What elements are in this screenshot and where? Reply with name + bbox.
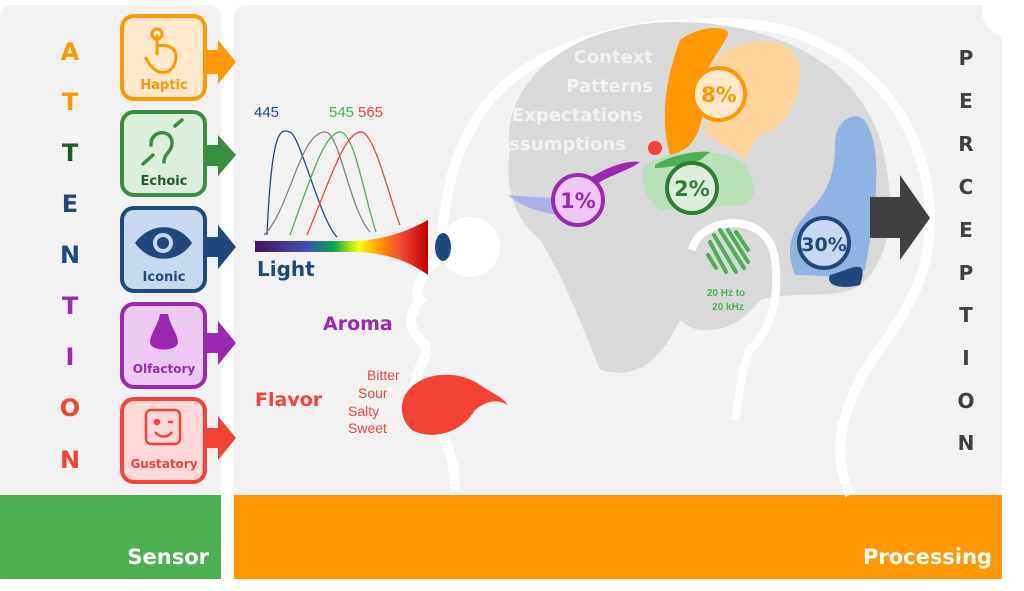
perception-letter: P bbox=[959, 261, 974, 285]
cognition-expectations: Expectations bbox=[512, 105, 643, 126]
hearing-range-1: 20 Hz to bbox=[707, 288, 745, 299]
sense-haptic: Haptic bbox=[120, 14, 236, 101]
sense-olfactory: Olfactory bbox=[120, 302, 236, 389]
taste-salty: Salty bbox=[348, 403, 379, 419]
svg-text:1%: 1% bbox=[560, 189, 596, 213]
svg-text:30%: 30% bbox=[801, 234, 846, 256]
svg-text:Olfactory: Olfactory bbox=[133, 362, 196, 376]
sense-gustatory: Gustatory bbox=[120, 397, 236, 484]
badge-8-percent: 8% bbox=[691, 66, 747, 122]
perception-letter: R bbox=[958, 132, 973, 156]
taste-sour: Sour bbox=[358, 385, 388, 401]
attention-letter: I bbox=[66, 343, 75, 371]
attention-letter: T bbox=[62, 139, 79, 167]
aroma-label: Aroma bbox=[323, 313, 393, 335]
red-dot bbox=[648, 141, 662, 155]
pupil bbox=[435, 233, 451, 261]
sense-echoic: Echoic bbox=[120, 110, 236, 197]
sensor-bar bbox=[0, 495, 221, 579]
hearing-range-2: 20 kHz bbox=[712, 302, 744, 313]
nose-icon bbox=[150, 314, 178, 350]
tongue bbox=[401, 374, 508, 435]
peak-545: 545 bbox=[329, 104, 354, 121]
perception-letter: T bbox=[959, 303, 973, 327]
cone-sensitivity-curves bbox=[263, 130, 401, 238]
attention-letter: A bbox=[61, 38, 80, 66]
sound-wave-icon bbox=[706, 228, 750, 274]
eyeball bbox=[440, 217, 500, 277]
eye-icon bbox=[135, 227, 192, 259]
cognition-patterns: Patterns bbox=[566, 76, 653, 97]
light-spectrum-beam bbox=[255, 220, 428, 275]
ear-icon bbox=[141, 118, 184, 166]
badge-2-percent: 2% bbox=[665, 161, 719, 215]
taste-bitter: Bitter bbox=[367, 367, 400, 383]
svg-text:Iconic: Iconic bbox=[143, 270, 186, 285]
cognition-assumptions: Assumptions bbox=[496, 134, 626, 155]
perception-letter: I bbox=[962, 346, 969, 370]
cognition-context: Context bbox=[574, 47, 654, 68]
badge-1-percent: 1% bbox=[551, 173, 605, 227]
attention-letter: T bbox=[62, 88, 79, 116]
sensor-label: Sensor bbox=[127, 545, 209, 569]
head-outline bbox=[406, 17, 936, 497]
tongue-face-icon bbox=[144, 408, 182, 446]
perception-letter: C bbox=[959, 175, 974, 199]
perception-letter: E bbox=[959, 218, 973, 242]
sense-iconic: Iconic bbox=[120, 206, 236, 293]
perception-letter: P bbox=[959, 46, 974, 70]
perception-letter: N bbox=[958, 431, 975, 455]
badge-30-percent: 30% bbox=[797, 216, 851, 270]
svg-text:Gustatory: Gustatory bbox=[130, 457, 197, 471]
attention-letter: T bbox=[62, 292, 79, 320]
svg-text:Haptic: Haptic bbox=[140, 78, 187, 93]
flavor-label: Flavor bbox=[255, 389, 323, 411]
hand-pointer-icon bbox=[144, 27, 178, 74]
attention-letter: N bbox=[60, 446, 80, 474]
perception-letter: O bbox=[957, 389, 974, 413]
processing-bar bbox=[234, 495, 1002, 579]
svg-text:2%: 2% bbox=[674, 177, 710, 201]
peak-445: 445 bbox=[254, 104, 279, 121]
svg-text:Echoic: Echoic bbox=[141, 174, 188, 189]
processing-label: Processing bbox=[863, 545, 992, 569]
taste-sweet: Sweet bbox=[348, 420, 387, 436]
svg-text:8%: 8% bbox=[701, 83, 737, 107]
ear-outline bbox=[688, 219, 781, 421]
attention-letter: N bbox=[60, 241, 80, 269]
attention-letter: O bbox=[60, 394, 80, 422]
perception-letter: E bbox=[959, 89, 973, 113]
attention-letter: E bbox=[62, 190, 78, 218]
light-label: Light bbox=[257, 257, 315, 281]
peak-565: 565 bbox=[358, 104, 383, 121]
perception-arrow bbox=[870, 175, 930, 260]
